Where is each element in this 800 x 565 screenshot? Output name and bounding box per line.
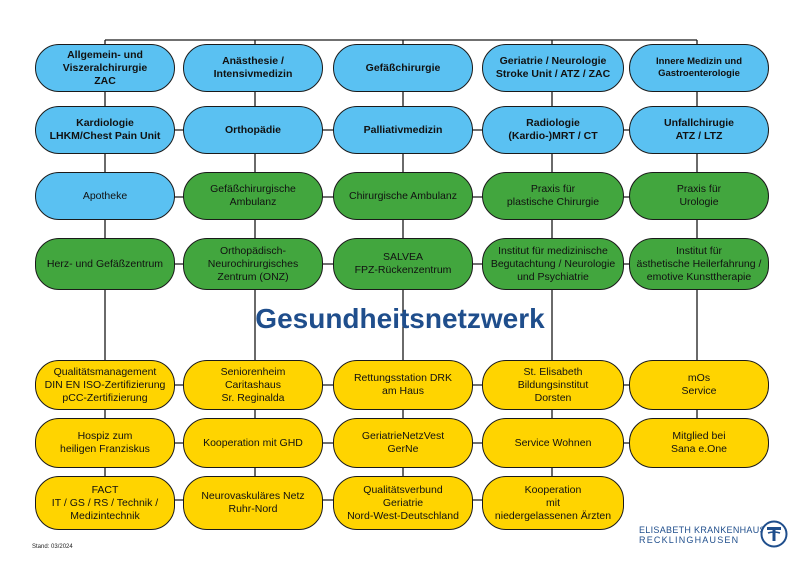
node-label: Geriatrie / Neurologie Stroke Unit / ATZ…	[495, 55, 611, 80]
node-mos-service: mOs Service	[629, 360, 769, 410]
node-hospiz: Hospiz zum heiligen Franziskus	[35, 418, 175, 468]
node-chirurgische-ambulanz: Chirurgische Ambulanz	[333, 172, 473, 220]
node-kardiologie: Kardiologie LHKM/Chest Pain Unit	[35, 106, 175, 154]
node-allgemein-viszeralchirurgie: Allgemein- und Viszeralchirurgie ZAC	[35, 44, 175, 92]
node-label: Institut für ästhetische Heilerfahrung /…	[636, 244, 762, 283]
node-label: Gefäßchirurgische Ambulanz	[210, 183, 296, 208]
node-palliativmedizin: Palliativmedizin	[333, 106, 473, 154]
node-neurovaskulaeres-netz: Neurovaskuläres Netz Ruhr-Nord	[183, 476, 323, 530]
node-gefaesschirurgische-ambulanz: Gefäßchirurgische Ambulanz	[183, 172, 323, 220]
node-label: Kooperation mit GHD	[203, 436, 303, 449]
node-institut-begutachtung: Institut für medizinische Begutachtung /…	[482, 238, 624, 290]
node-label: Unfallchirugie ATZ / LTZ	[663, 117, 734, 142]
hospital-logo-text: ELISABETH KRANKENHAUS RECKLINGHAUSEN	[639, 525, 766, 545]
node-seniorenheim: Seniorenheim Caritashaus Sr. Reginalda	[183, 360, 323, 410]
node-qualitaetsverbund-geriatrie: Qualitätsverbund Geriatrie Nord-West-Deu…	[333, 476, 473, 530]
node-innere-medizin: Innere Medizin und Gastroenterologie	[629, 44, 769, 92]
node-label: Innere Medizin und Gastroenterologie	[655, 56, 743, 79]
node-rettungsstation: Rettungsstation DRK am Haus	[333, 360, 473, 410]
node-anaesthesie: Anästhesie / Intensivmedizin	[183, 44, 323, 92]
node-label: Praxis für plastische Chirurgie	[506, 183, 600, 208]
node-geriatrie-neurologie: Geriatrie / Neurologie Stroke Unit / ATZ…	[482, 44, 624, 92]
node-label: Anästhesie / Intensivmedizin	[213, 55, 293, 80]
node-orthopaedie: Orthopädie	[183, 106, 323, 154]
node-label: Apotheke	[82, 189, 128, 202]
node-label: St. Elisabeth Bildungsinstitut Dorsten	[517, 365, 589, 404]
node-label: Allgemein- und Viszeralchirurgie ZAC	[62, 48, 148, 87]
page-title: Gesundheitsnetzwerk	[255, 303, 545, 334]
node-label: FACT IT / GS / RS / Technik / Medizintec…	[51, 483, 159, 522]
node-herz-gefaesszentrum: Herz- und Gefäßzentrum	[35, 238, 175, 290]
node-label: Qualitätsverbund Geriatrie Nord-West-Deu…	[347, 483, 459, 522]
node-praxis-urologie: Praxis für Urologie	[629, 172, 769, 220]
node-label: Radiologie (Kardio-)MRT / CT	[508, 117, 598, 142]
node-qualitaetsmanagement: Qualitätsmanagement DIN EN ISO-Zertifizi…	[35, 360, 175, 410]
node-label: Hospiz zum heiligen Franziskus	[60, 430, 150, 455]
node-bildungsinstitut: St. Elisabeth Bildungsinstitut Dorsten	[482, 360, 624, 410]
node-label: Qualitätsmanagement DIN EN ISO-Zertifizi…	[44, 365, 166, 404]
logo-line-1: ELISABETH KRANKENHAUS	[639, 525, 766, 535]
node-label: Gefäßchirurgie	[365, 61, 441, 74]
node-unfallchirurgie: Unfallchirugie ATZ / LTZ	[629, 106, 769, 154]
node-praxis-plastische-chirurgie: Praxis für plastische Chirurgie	[482, 172, 624, 220]
hospital-logo-icon	[760, 520, 788, 548]
node-label: Rettungsstation DRK am Haus	[353, 372, 453, 397]
node-label: Institut für medizinische Begutachtung /…	[490, 244, 616, 283]
node-label: Orthopädie	[224, 123, 281, 136]
node-label: Seniorenheim Caritashaus Sr. Reginalda	[220, 365, 286, 404]
node-label: SALVEA FPZ-Rückenzentrum	[354, 251, 452, 276]
node-label: Praxis für Urologie	[676, 183, 722, 208]
logo-line-2: RECKLINGHAUSEN	[639, 535, 740, 545]
node-institut-heilerfahrung: Institut für ästhetische Heilerfahrung /…	[629, 238, 769, 290]
stand-date: Stand: 03/2024	[32, 544, 73, 550]
node-gefaesschirurgie: Gefäßchirurgie	[333, 44, 473, 92]
node-apotheke: Apotheke	[35, 172, 175, 220]
node-label: Orthopädisch- Neurochirurgisches Zentrum…	[207, 244, 299, 283]
node-label: GeriatrieNetzVest GerNe	[361, 430, 445, 455]
node-label: Kooperation mit niedergelassenen Ärzten	[494, 483, 612, 522]
node-salvea: SALVEA FPZ-Rückenzentrum	[333, 238, 473, 290]
node-geriatrienetzvest: GeriatrieNetzVest GerNe	[333, 418, 473, 468]
node-sana-eone: Mitglied bei Sana e.One	[629, 418, 769, 468]
node-radiologie: Radiologie (Kardio-)MRT / CT	[482, 106, 624, 154]
node-label: Chirurgische Ambulanz	[349, 189, 457, 202]
node-label: mOs Service	[681, 372, 717, 397]
node-kooperation-aerzte: Kooperation mit niedergelassenen Ärzten	[482, 476, 624, 530]
node-fact: FACT IT / GS / RS / Technik / Medizintec…	[35, 476, 175, 530]
node-onz: Orthopädisch- Neurochirurgisches Zentrum…	[183, 238, 323, 290]
node-label: Herz- und Gefäßzentrum	[46, 257, 164, 270]
node-label: Neurovaskuläres Netz Ruhr-Nord	[201, 490, 305, 515]
node-kooperation-ghd: Kooperation mit GHD	[183, 418, 323, 468]
node-label: Kardiologie LHKM/Chest Pain Unit	[49, 117, 161, 142]
node-service-wohnen: Service Wohnen	[482, 418, 624, 468]
node-label: Service Wohnen	[514, 436, 592, 449]
node-label: Mitglied bei Sana e.One	[670, 430, 728, 455]
node-label: Palliativmedizin	[363, 123, 443, 136]
